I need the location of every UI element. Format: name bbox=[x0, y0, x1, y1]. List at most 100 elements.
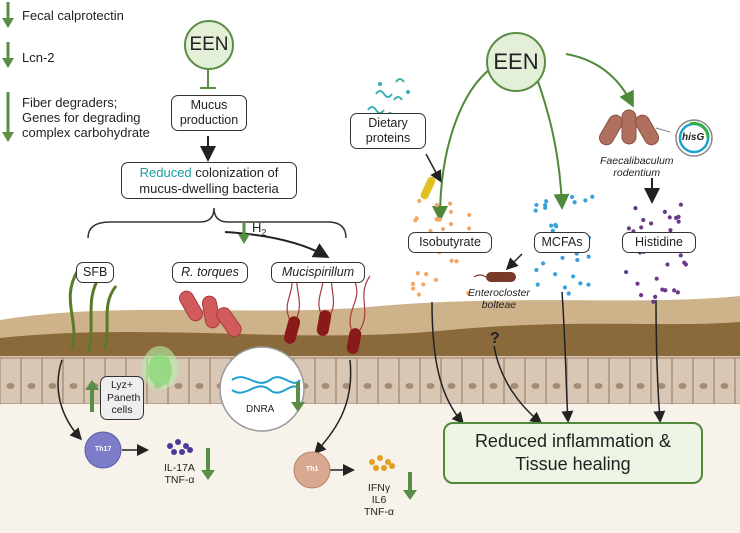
dots-mcfa-dot bbox=[566, 291, 571, 296]
dots-iso-dot bbox=[433, 277, 439, 282]
dots-mcfa-dot bbox=[560, 255, 565, 260]
lyz-paneth-box: Lyz+ Paneth cells bbox=[100, 376, 144, 420]
dots-iso-dot bbox=[424, 272, 429, 277]
dots-his-dot bbox=[654, 276, 659, 281]
protein-squiggles bbox=[367, 78, 405, 114]
cell-nucleus bbox=[615, 383, 624, 389]
dots-iso-dot bbox=[440, 226, 446, 232]
dots-mcfa-dot bbox=[590, 194, 595, 199]
isobutyrate-box: Isobutyrate bbox=[408, 232, 492, 253]
il17a-label: IL-17A bbox=[164, 462, 195, 474]
tnfa-label-2: TNF-α bbox=[364, 506, 394, 519]
dots-his-dot bbox=[638, 293, 644, 298]
dna-icon bbox=[231, 376, 301, 394]
mucispirillum-label: Mucispirillum bbox=[271, 262, 365, 283]
cell-nucleus bbox=[426, 383, 435, 389]
h2-arrow bbox=[224, 231, 330, 258]
r-torques-label: R. torques bbox=[172, 262, 248, 283]
legend-fiber-line2: Genes for degrading bbox=[22, 109, 141, 125]
dots-iso-dot bbox=[410, 281, 416, 286]
dots-iso-dot bbox=[434, 202, 439, 208]
paneth-cell bbox=[142, 346, 178, 390]
sfb-to-th17-arrow bbox=[57, 359, 83, 441]
dots-mcfa-dot bbox=[562, 285, 568, 290]
dots-iso-dot bbox=[466, 290, 471, 296]
dots-his-dot bbox=[626, 226, 632, 231]
histidine-dots bbox=[623, 202, 688, 304]
cell-nucleus bbox=[720, 383, 729, 389]
cell-nucleus bbox=[657, 383, 666, 389]
een-node-left: EEN bbox=[184, 20, 234, 70]
dots-his-dot bbox=[653, 294, 658, 299]
dots-his-dot bbox=[668, 228, 673, 233]
dots-mcfa-dot bbox=[569, 194, 575, 200]
dots-iso-dot bbox=[415, 271, 420, 276]
dots-iso-dot bbox=[417, 198, 422, 204]
faecalibaculum-label: Faecalibaculum rodentium bbox=[600, 155, 674, 179]
dots-iso-dot bbox=[448, 221, 454, 227]
lyz-line3: cells bbox=[111, 404, 133, 417]
faecali-line1: Faecalibaculum bbox=[600, 155, 674, 167]
sfb-filaments bbox=[68, 269, 118, 353]
dots-mcfa-dot bbox=[544, 199, 549, 204]
dots-iso-dot bbox=[449, 258, 454, 263]
dots-iso-dot bbox=[436, 217, 441, 222]
dots-his-dot bbox=[662, 209, 667, 214]
il6-label: IL6 bbox=[371, 494, 387, 507]
dots-iso-dot bbox=[467, 226, 472, 231]
dots-his-dot bbox=[672, 288, 677, 293]
cell-nucleus bbox=[384, 383, 393, 389]
dnra-circle bbox=[219, 346, 305, 432]
histidine-box: Histidine bbox=[622, 232, 696, 253]
dietary-line1: Dietary bbox=[368, 116, 408, 130]
een-to-mcfas bbox=[535, 75, 570, 210]
dots-iso-dot bbox=[421, 282, 426, 287]
dots-mcfa-dot bbox=[534, 202, 539, 208]
dots-mcfa-dot bbox=[586, 254, 591, 259]
dots-iso-dot bbox=[416, 292, 422, 297]
reduced-word: Reduced bbox=[139, 165, 192, 180]
cell-nucleus bbox=[699, 383, 708, 389]
dots-mcfa-dot bbox=[540, 261, 546, 266]
dots-his-dot bbox=[675, 290, 680, 295]
dietary-line2: proteins bbox=[365, 131, 411, 145]
ifng-label: IFNγ bbox=[367, 482, 391, 494]
cell-nucleus bbox=[468, 383, 477, 389]
dots-mcfa-dot bbox=[553, 222, 558, 228]
tnfa-label-1: TNF-α bbox=[164, 474, 195, 487]
faecali-line2: rodentium bbox=[613, 167, 661, 180]
cell-nucleus bbox=[636, 383, 645, 389]
cell-nucleus bbox=[195, 383, 204, 389]
legend-fiber-line3: complex carbohydrate bbox=[22, 124, 150, 140]
entero-line1: Enterocloster bbox=[468, 287, 530, 299]
dots-his-dot bbox=[649, 221, 654, 226]
cell-nucleus bbox=[48, 383, 57, 389]
dots-his-dot bbox=[682, 260, 687, 265]
mucus-line2: production bbox=[179, 113, 239, 127]
dots-his-dot bbox=[663, 288, 668, 293]
th1-label: Th1 bbox=[306, 466, 319, 473]
dots-mcfa-dot bbox=[553, 272, 558, 277]
entero-line2: bolteae bbox=[481, 299, 517, 312]
h2-label: H2 bbox=[252, 220, 266, 238]
dots-mcfa-dot bbox=[586, 282, 591, 287]
dots-mcfa-dot bbox=[578, 281, 583, 286]
mcfas-box: MCFAs bbox=[534, 232, 590, 253]
dots-his-dot bbox=[678, 202, 683, 207]
sfb-label: SFB bbox=[76, 262, 114, 283]
een-node-right: EEN bbox=[486, 32, 546, 92]
th1-cytokines bbox=[369, 455, 395, 471]
dietary-proteins-box: Dietary proteins bbox=[350, 113, 426, 149]
outcome-line2: Tissue healing bbox=[515, 454, 631, 475]
dots-mcfa-dot bbox=[583, 198, 588, 203]
dots-mcfa-dot bbox=[543, 205, 548, 211]
cell-nucleus bbox=[573, 383, 582, 389]
dots-his-dot bbox=[639, 225, 644, 230]
yellow-bacterium bbox=[420, 176, 436, 200]
legend-fiber-degraders: Fiber degraders; Genes for degrading com… bbox=[22, 95, 150, 141]
mucispirillum-to-th1-arrow bbox=[313, 359, 352, 455]
cell-nucleus bbox=[321, 383, 330, 389]
th1-cell bbox=[293, 451, 331, 489]
dots-iso-dot bbox=[447, 201, 453, 206]
